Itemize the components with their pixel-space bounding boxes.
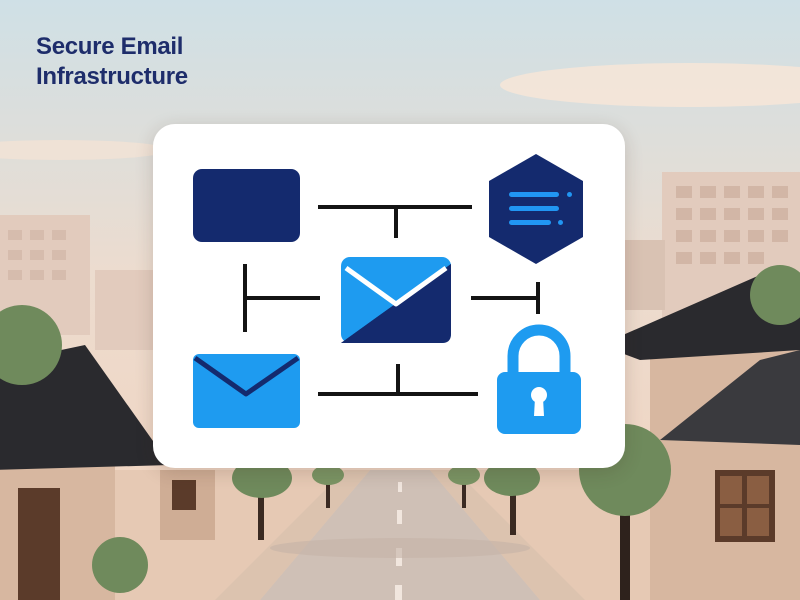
connector-top: [318, 205, 472, 238]
server-block-icon: [193, 169, 300, 242]
connector-right: [471, 282, 540, 314]
diagram-card: [153, 124, 625, 468]
infrastructure-diagram: [193, 154, 583, 434]
connectors: [243, 205, 540, 396]
page-title: Secure Email Infrastructure: [36, 32, 188, 92]
cloud: [500, 63, 800, 107]
cloud: [0, 140, 170, 160]
tree: [0, 305, 62, 385]
connector-left: [243, 264, 320, 332]
road: [260, 470, 540, 600]
connector-bottom: [318, 364, 478, 396]
central-envelope-icon: [341, 257, 451, 343]
padlock-icon: [497, 324, 581, 434]
house-right: [600, 275, 800, 600]
title-line-2: Infrastructure: [36, 63, 188, 90]
envelope-icon: [193, 354, 300, 428]
document-hexagon-icon: [489, 154, 583, 264]
title-line-1: Secure Email: [36, 33, 184, 60]
